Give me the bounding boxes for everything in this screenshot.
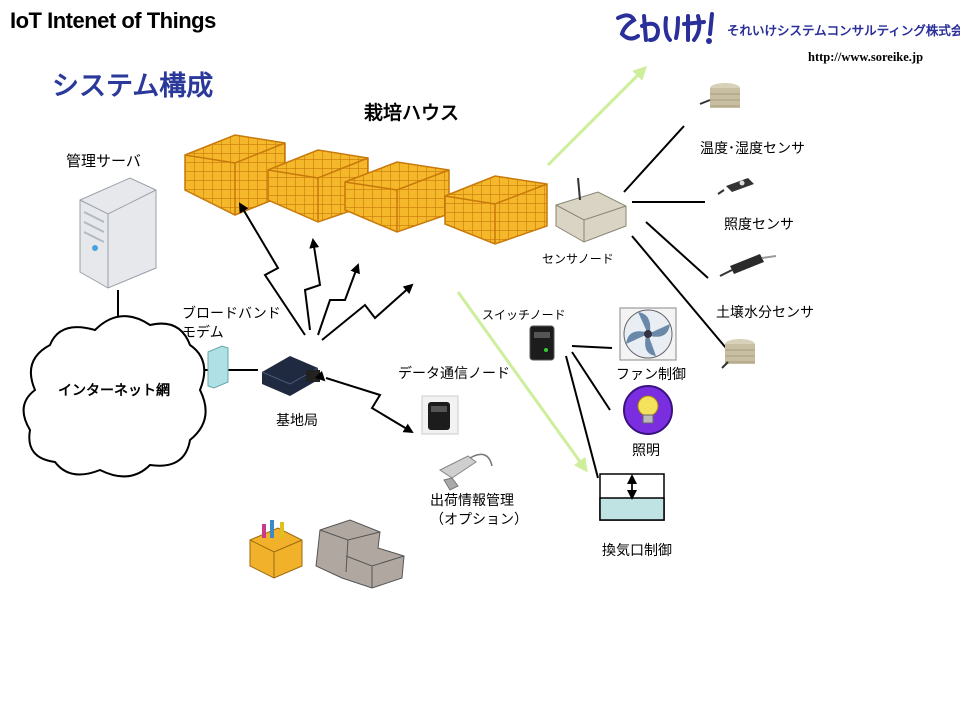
page-subtitle: システム構成	[52, 71, 214, 102]
modem-icon	[207, 345, 229, 389]
temp-sensor-icon	[721, 339, 755, 369]
boxes-icon	[249, 519, 405, 589]
cloud-icon	[22, 315, 207, 478]
server-label: 管理サーバ	[66, 152, 141, 170]
light-sensor-label: 照度センサ	[724, 217, 794, 233]
temp-sensor-icon	[699, 83, 740, 108]
light-sensor-icon	[717, 178, 754, 195]
switch-node-icon	[529, 325, 555, 361]
temp-sensor-label: 温度･湿度センサ	[700, 141, 805, 157]
greenhouse-icon	[184, 134, 548, 245]
data-node-label: データ通信ノード	[398, 366, 510, 382]
lighting-label: 照明	[632, 443, 660, 459]
soil-sensor-label: 土壌水分センサ	[716, 305, 814, 321]
modem-label-line2: モデム	[182, 325, 224, 341]
slide-title: IoT Intenet of Things	[10, 8, 216, 33]
base-station-label: 基地局	[276, 413, 318, 429]
base-station-icon	[261, 356, 320, 396]
fan-icon	[619, 307, 677, 361]
internet-label: インターネット網	[58, 383, 170, 399]
company-logo-icon	[616, 12, 714, 44]
sensor-node-icon	[555, 177, 627, 243]
scanner-icon	[439, 453, 493, 491]
company-name: それいけシステムコンサルティング株式会社	[727, 23, 960, 38]
shipping-label-line1: 出荷情報管理	[430, 493, 514, 509]
greenhouse-label: 栽培ハウス	[364, 102, 460, 124]
server-icon	[79, 177, 157, 289]
sensor-node-label: センサノード	[542, 252, 614, 266]
company-url[interactable]: http://www.soreike.jp	[808, 50, 924, 64]
switch-node-label: スイッチノード	[482, 308, 566, 322]
modem-label-line1: ブロードバンド	[182, 306, 281, 322]
fan-control-label: ファン制御	[616, 367, 686, 383]
vent-control-label: 換気口制御	[602, 543, 672, 559]
soil-sensor-icon	[719, 254, 777, 277]
bulb-icon	[623, 385, 673, 435]
data-node-icon	[421, 395, 459, 435]
vent-icon	[599, 473, 665, 521]
shipping-label-line2: （オプション）	[430, 512, 528, 528]
